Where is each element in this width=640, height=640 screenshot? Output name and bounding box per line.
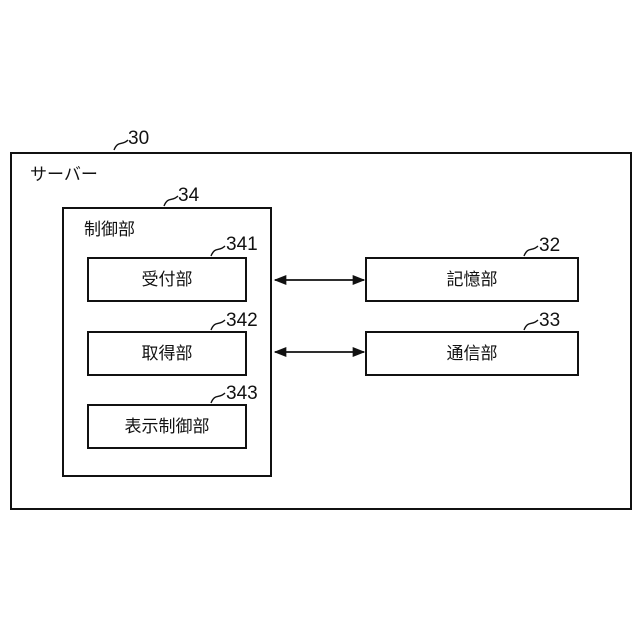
storage-unit-ref: 32 bbox=[539, 235, 560, 256]
communication-unit-ref-leader bbox=[524, 320, 538, 330]
display-control-unit-label: 表示制御部 bbox=[125, 417, 210, 437]
display-control-unit: 表示制御部 343 bbox=[88, 383, 258, 448]
reception-unit-ref-leader bbox=[211, 246, 225, 256]
acquisition-unit-label: 取得部 bbox=[142, 344, 193, 364]
storage-unit-ref-leader bbox=[524, 246, 538, 256]
acquisition-unit: 取得部 342 bbox=[88, 310, 258, 375]
control-unit-label: 制御部 bbox=[84, 220, 135, 240]
server-label: サーバー bbox=[30, 165, 98, 185]
storage-unit-label: 記憶部 bbox=[447, 270, 498, 290]
server-frame: サーバー 30 bbox=[11, 128, 631, 509]
server-ref-leader bbox=[114, 140, 128, 150]
communication-unit-label: 通信部 bbox=[447, 344, 498, 364]
display-control-unit-ref-leader bbox=[211, 393, 225, 403]
communication-unit-ref: 33 bbox=[539, 310, 560, 331]
control-unit-ref-leader bbox=[164, 196, 178, 206]
storage-unit: 記憶部 32 bbox=[366, 235, 578, 301]
acquisition-unit-ref: 342 bbox=[226, 310, 258, 331]
control-unit-ref: 34 bbox=[178, 185, 200, 206]
server-ref: 30 bbox=[128, 128, 149, 149]
display-control-unit-ref: 343 bbox=[226, 383, 258, 404]
acquisition-unit-ref-leader bbox=[211, 320, 225, 330]
reception-unit: 受付部 341 bbox=[88, 234, 258, 301]
reception-unit-ref: 341 bbox=[226, 234, 258, 255]
communication-unit: 通信部 33 bbox=[366, 310, 578, 375]
reception-unit-label: 受付部 bbox=[142, 270, 193, 290]
